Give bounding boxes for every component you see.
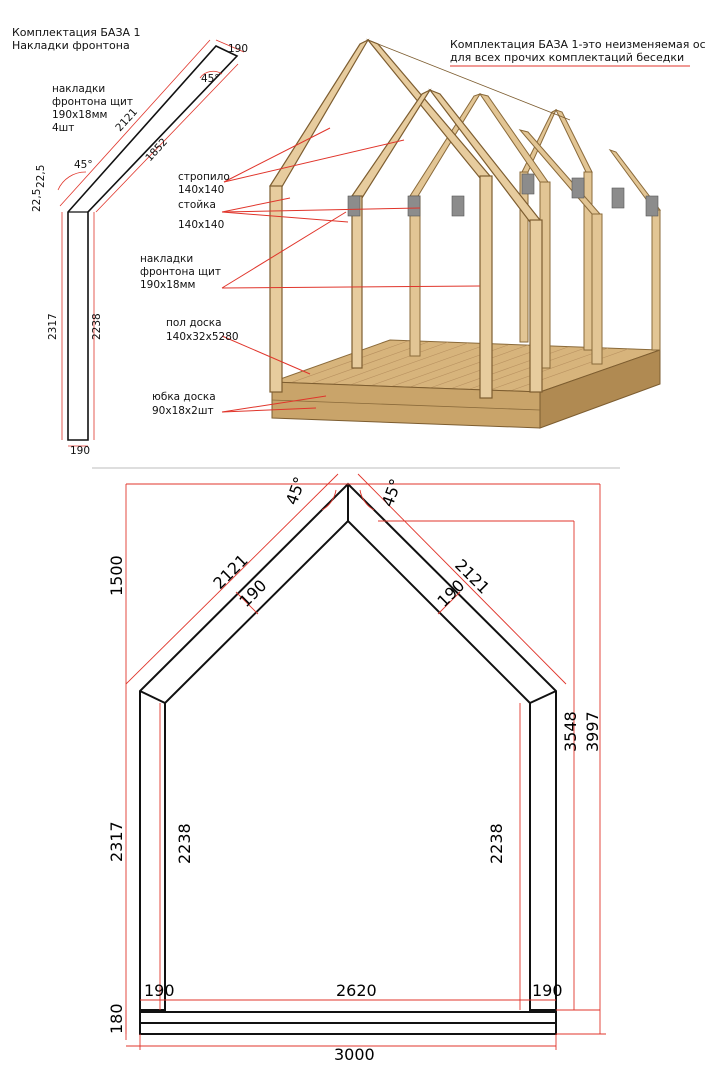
part-top-dim-line [215,39,245,53]
model-label-post-line1: стойка [178,199,216,211]
elevation-height-right-post: 3548 [561,711,580,752]
elevation-left-joint [139,690,166,704]
elevation-post-left-width: 190 [144,981,175,1000]
sheet-title-line1: Комплектация БАЗА 1 [12,26,141,39]
sheet-note-line1: Комплектация БАЗА 1-это неизменяемая ос [450,38,706,51]
model-label-rafter-line1: стропило [178,171,230,183]
elevation-skirt-board-top [139,1011,557,1024]
elevation-total-width: 3000 [334,1045,375,1064]
elevation-angle-right: 45° [378,476,406,509]
elevation-skirt-board-bottom [139,1022,557,1035]
elevation-height-roof: 1500 [107,555,126,596]
part-top-angle-arc [199,70,223,79]
elevation-post-right-width: 190 [532,981,563,1000]
elevation-height-right-inner: 2238 [487,823,506,864]
part-label-line2: фронтона щит [52,96,133,108]
model-label-gable-line3: 190х18мм [140,279,195,291]
part-label-line4: 4шт [52,122,74,134]
part-outer-dim-line [59,39,211,207]
sheet-note: Комплектация БАЗА 1-это неизменяемая ос … [450,38,706,64]
model-skirt-side [539,349,661,429]
model-label-skirt-line1: юбка доска [152,391,216,403]
model-leader-lines [221,127,481,413]
elevation-dimension-lines [125,473,606,1050]
elevation-inner-span: 2620 [336,981,377,1000]
part-dim-angle-top: 45° [201,73,220,85]
model-label-floor-line2: 140х32х5280 [166,331,239,343]
elevation-angle-left: 45° [282,474,310,507]
front-elevation: 45° 45° 2121 2121 190 190 1500 2317 2238… [107,473,606,1064]
elevation-height-left-outer: 2317 [107,821,126,862]
elevation-height-total: 3997 [583,711,602,752]
part-dim-angle-joint: 45° [74,159,93,171]
part-dim-top-width: 190 [228,43,248,55]
part-dim-inner-post: 2238 [91,313,103,340]
model-label-skirt-line2: 90х18х2шт [152,405,214,417]
model-label-rafter-line2: 140х140 [178,184,224,196]
model-frame-back [519,108,662,351]
sheet-title: Комплектация БАЗА 1 Накладки фронтона [12,26,141,52]
model-label-gable-line1: накладки [140,253,193,265]
part-label-line3: 190х18мм [52,109,107,121]
part-dim-bottom-width: 190 [70,445,90,457]
part-label-line1: накладки [52,83,105,95]
part-dim-cut1: 22,5 [35,165,47,188]
model-label-gable-line2: фронтона щит [140,266,221,278]
model-ridge-beam [367,39,571,121]
part-dim-outer-rafter: 2121 [113,106,140,134]
part-angle-arc [57,171,87,191]
elevation-skirt-height: 180 [107,1003,126,1034]
elevation-height-left-inner: 2238 [175,823,194,864]
sheet-title-line2: Накладки фронтона [12,39,130,52]
gazebo-3d-model: стропило 140х140 стойка 140х140 накладки… [140,38,662,429]
part-dim-outer-post: 2317 [47,313,59,340]
model-label-floor-line1: пол доска [166,317,222,329]
elevation-gable-outline [139,482,557,1011]
model-label-post-line2: 140х140 [178,219,224,231]
model-skirt-seam [271,399,541,411]
sheet-note-line2: для всех прочих комплектаций беседки [450,51,685,64]
part-inner-dim-line [95,63,239,213]
part-dim-cut2: 22,5 [31,189,43,212]
model-metal-brackets [347,173,659,217]
elevation-right-joint [529,690,557,704]
